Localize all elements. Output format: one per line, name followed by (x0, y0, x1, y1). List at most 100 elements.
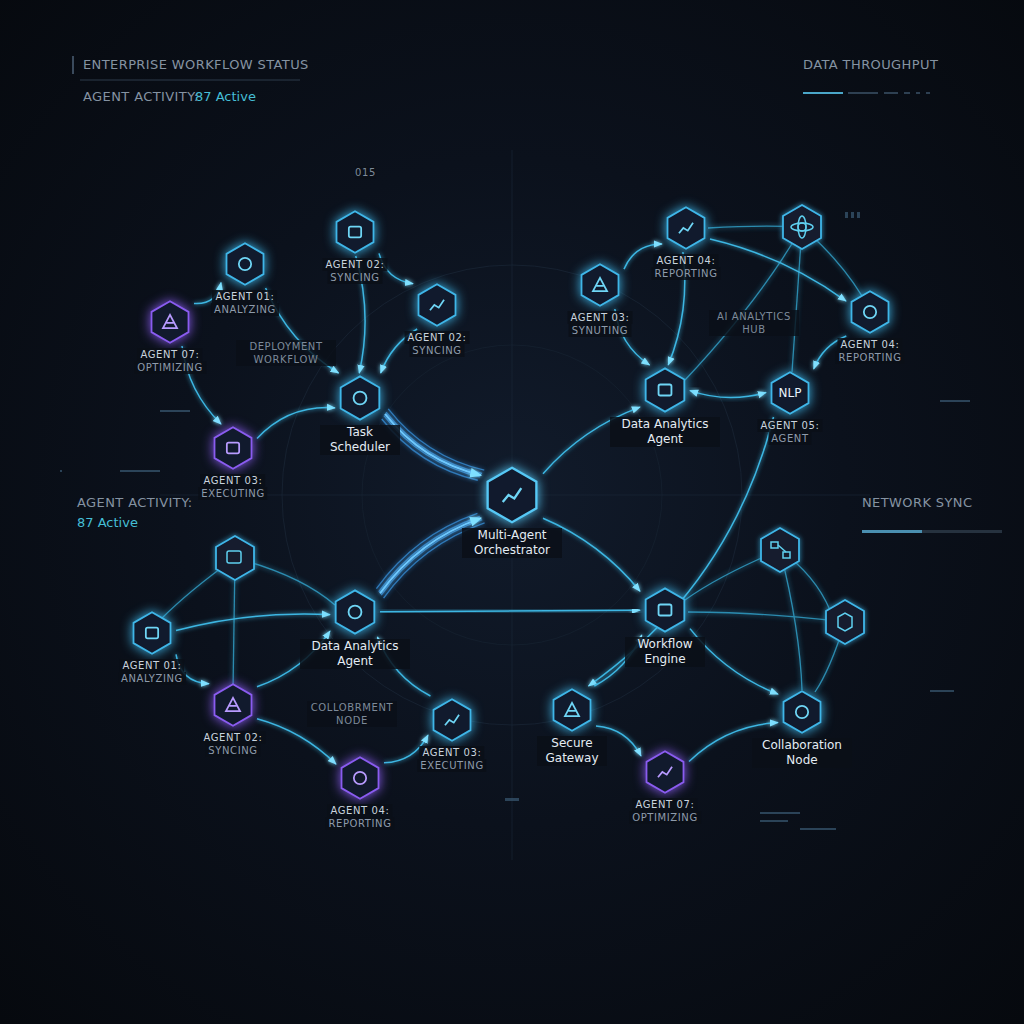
hexagon-outline (642, 587, 688, 633)
hexagon-outline (780, 690, 824, 734)
label-text: ANALYZING (118, 672, 186, 685)
agent-node: AGENT 02:SYNCING (211, 683, 255, 727)
hexagon-outline (643, 750, 687, 794)
label-text: ANALYZING (211, 303, 279, 316)
node-label: AGENT 04:REPORTING (651, 254, 720, 280)
node-label: AGENT 04:REPORTING (325, 804, 394, 830)
label-text: AGENT 04: (653, 254, 718, 267)
annotation-text: AI ANALYTICS HUB (709, 310, 799, 336)
label-text: OPTIMIZING (134, 361, 206, 374)
node-label: AGENT 03:SYNUTING (568, 311, 633, 337)
hexagon-outline (848, 290, 892, 334)
node-label: Multi-Agent Orchestrator (462, 528, 562, 558)
agent-node: AGENT 03:SYNUTING (578, 263, 622, 307)
label-text: AGENT 03: (568, 311, 633, 324)
node-label: Task Scheduler (320, 425, 400, 455)
label-text: SYNCING (409, 344, 464, 357)
annotation-text: NETWORK SYNC (862, 495, 972, 510)
agent-node: Secure Gateway (550, 688, 594, 732)
agent-node: Multi-Agent Orchestrator (483, 466, 541, 524)
connector (176, 614, 330, 631)
label-text: Collaboration Node (752, 738, 852, 768)
node-label: Data Analytics Agent (610, 417, 720, 447)
connector (589, 417, 774, 686)
node-label: AGENT 01:ANALYZING (211, 290, 279, 316)
hexagon-outline (338, 756, 382, 800)
agent-node: NLPAGENT 05:AGENT (768, 371, 812, 415)
label-text: AGENT 04: (837, 338, 902, 351)
hexagon-outline (415, 283, 459, 327)
node-label: AGENT 05:AGENT (758, 419, 823, 445)
hexagon-outline (332, 589, 378, 635)
node-label: AGENT 03:EXECUTING (417, 746, 486, 772)
agent-node: AGENT 07:OPTIMIZING (148, 300, 192, 344)
annotation-text: COLLOBRMENT NODE (307, 701, 397, 727)
label-text: Multi-Agent Orchestrator (462, 528, 562, 558)
agent-node: AGENT 02:SYNCING (333, 210, 377, 254)
hexagon-outline (578, 263, 622, 307)
agent-node: AGENT 04:REPORTING (848, 290, 892, 334)
label-text: AGENT 07: (632, 798, 697, 811)
agent-node: AGENT 01:ANALYZING (223, 242, 267, 286)
label-text: Task Scheduler (320, 425, 400, 455)
agent-node: Workflow Engine (642, 587, 688, 633)
label-text: AGENT 04: (327, 804, 392, 817)
label-text: Data Analytics Agent (610, 417, 720, 447)
label-text: Data Analytics Agent (300, 639, 410, 669)
node-label: AGENT 07:OPTIMIZING (134, 348, 206, 374)
annotation-text: 015 (355, 166, 376, 179)
annotation-text: ENTERPRISE WORKFLOW STATUS (83, 57, 309, 72)
agent-node: AGENT 01:ANALYZING (130, 611, 174, 655)
annotation-text: DATA THROUGHPUT (803, 57, 938, 72)
label-text: REPORTING (651, 267, 720, 280)
hexagon-outline (333, 210, 377, 254)
hexagon-outline (430, 698, 474, 742)
annotation-text: 87 Active (77, 515, 138, 530)
node-label: AGENT 03:EXECUTING (198, 474, 267, 500)
node-inner-text: NLP (768, 371, 812, 415)
label-text: OPTIMIZING (629, 811, 701, 824)
hexagon-outline (483, 466, 541, 524)
hexagon-outline (337, 375, 383, 421)
agent-node: AGENT 04:REPORTING (338, 756, 382, 800)
label-text: AGENT 02: (201, 731, 266, 744)
agent-node: AGENT 07:OPTIMIZING (643, 750, 687, 794)
label-text: AGENT 07: (137, 348, 202, 361)
label-text: AGENT 01: (212, 290, 277, 303)
hexagon-outline (664, 206, 708, 250)
label-text: Secure Gateway (537, 736, 607, 766)
connector (690, 391, 766, 398)
label-text: AGENT 01: (119, 659, 184, 672)
annotation-text: AGENT ACTIVITY: (77, 495, 193, 510)
agent-node: AGENT 03:EXECUTING (211, 426, 255, 470)
label-text: AGENT (768, 432, 811, 445)
node-label: AGENT 02:SYNCING (201, 731, 266, 757)
node-label: Data Analytics Agent (300, 639, 410, 669)
node-label: AGENT 02:SYNCING (323, 258, 388, 284)
hexagon-outline (642, 367, 688, 413)
node-label: AGENT 02:SYNCING (405, 331, 470, 357)
label-text: SYNCING (327, 271, 382, 284)
agent-node: AGENT 03:EXECUTING (430, 698, 474, 742)
annotation-text: 87 Active (195, 89, 256, 104)
node-label: Workflow Engine (625, 637, 705, 667)
annotation-text: AGENT ACTIVITY: (83, 89, 199, 104)
label-text: SYNCING (205, 744, 260, 757)
label-text: REPORTING (325, 817, 394, 830)
label-text: EXECUTING (417, 759, 486, 772)
agent-node: Task Scheduler (337, 375, 383, 421)
hexagon-outline (130, 611, 174, 655)
connector (710, 239, 846, 301)
node-label: AGENT 07:OPTIMIZING (629, 798, 701, 824)
node-label: AGENT 01:ANALYZING (118, 659, 186, 685)
agent-node: Data Analytics Agent (332, 589, 378, 635)
agent-node: AGENT 04:REPORTING (664, 206, 708, 250)
label-text: EXECUTING (198, 487, 267, 500)
hexagon-outline (223, 242, 267, 286)
annotation-text: DEPLOYMENT WORKFLOW (236, 340, 336, 366)
label-text: REPORTING (835, 351, 904, 364)
label-text: SYNUTING (569, 324, 631, 337)
label-text: AGENT 03: (419, 746, 484, 759)
node-label: Secure Gateway (537, 736, 607, 766)
